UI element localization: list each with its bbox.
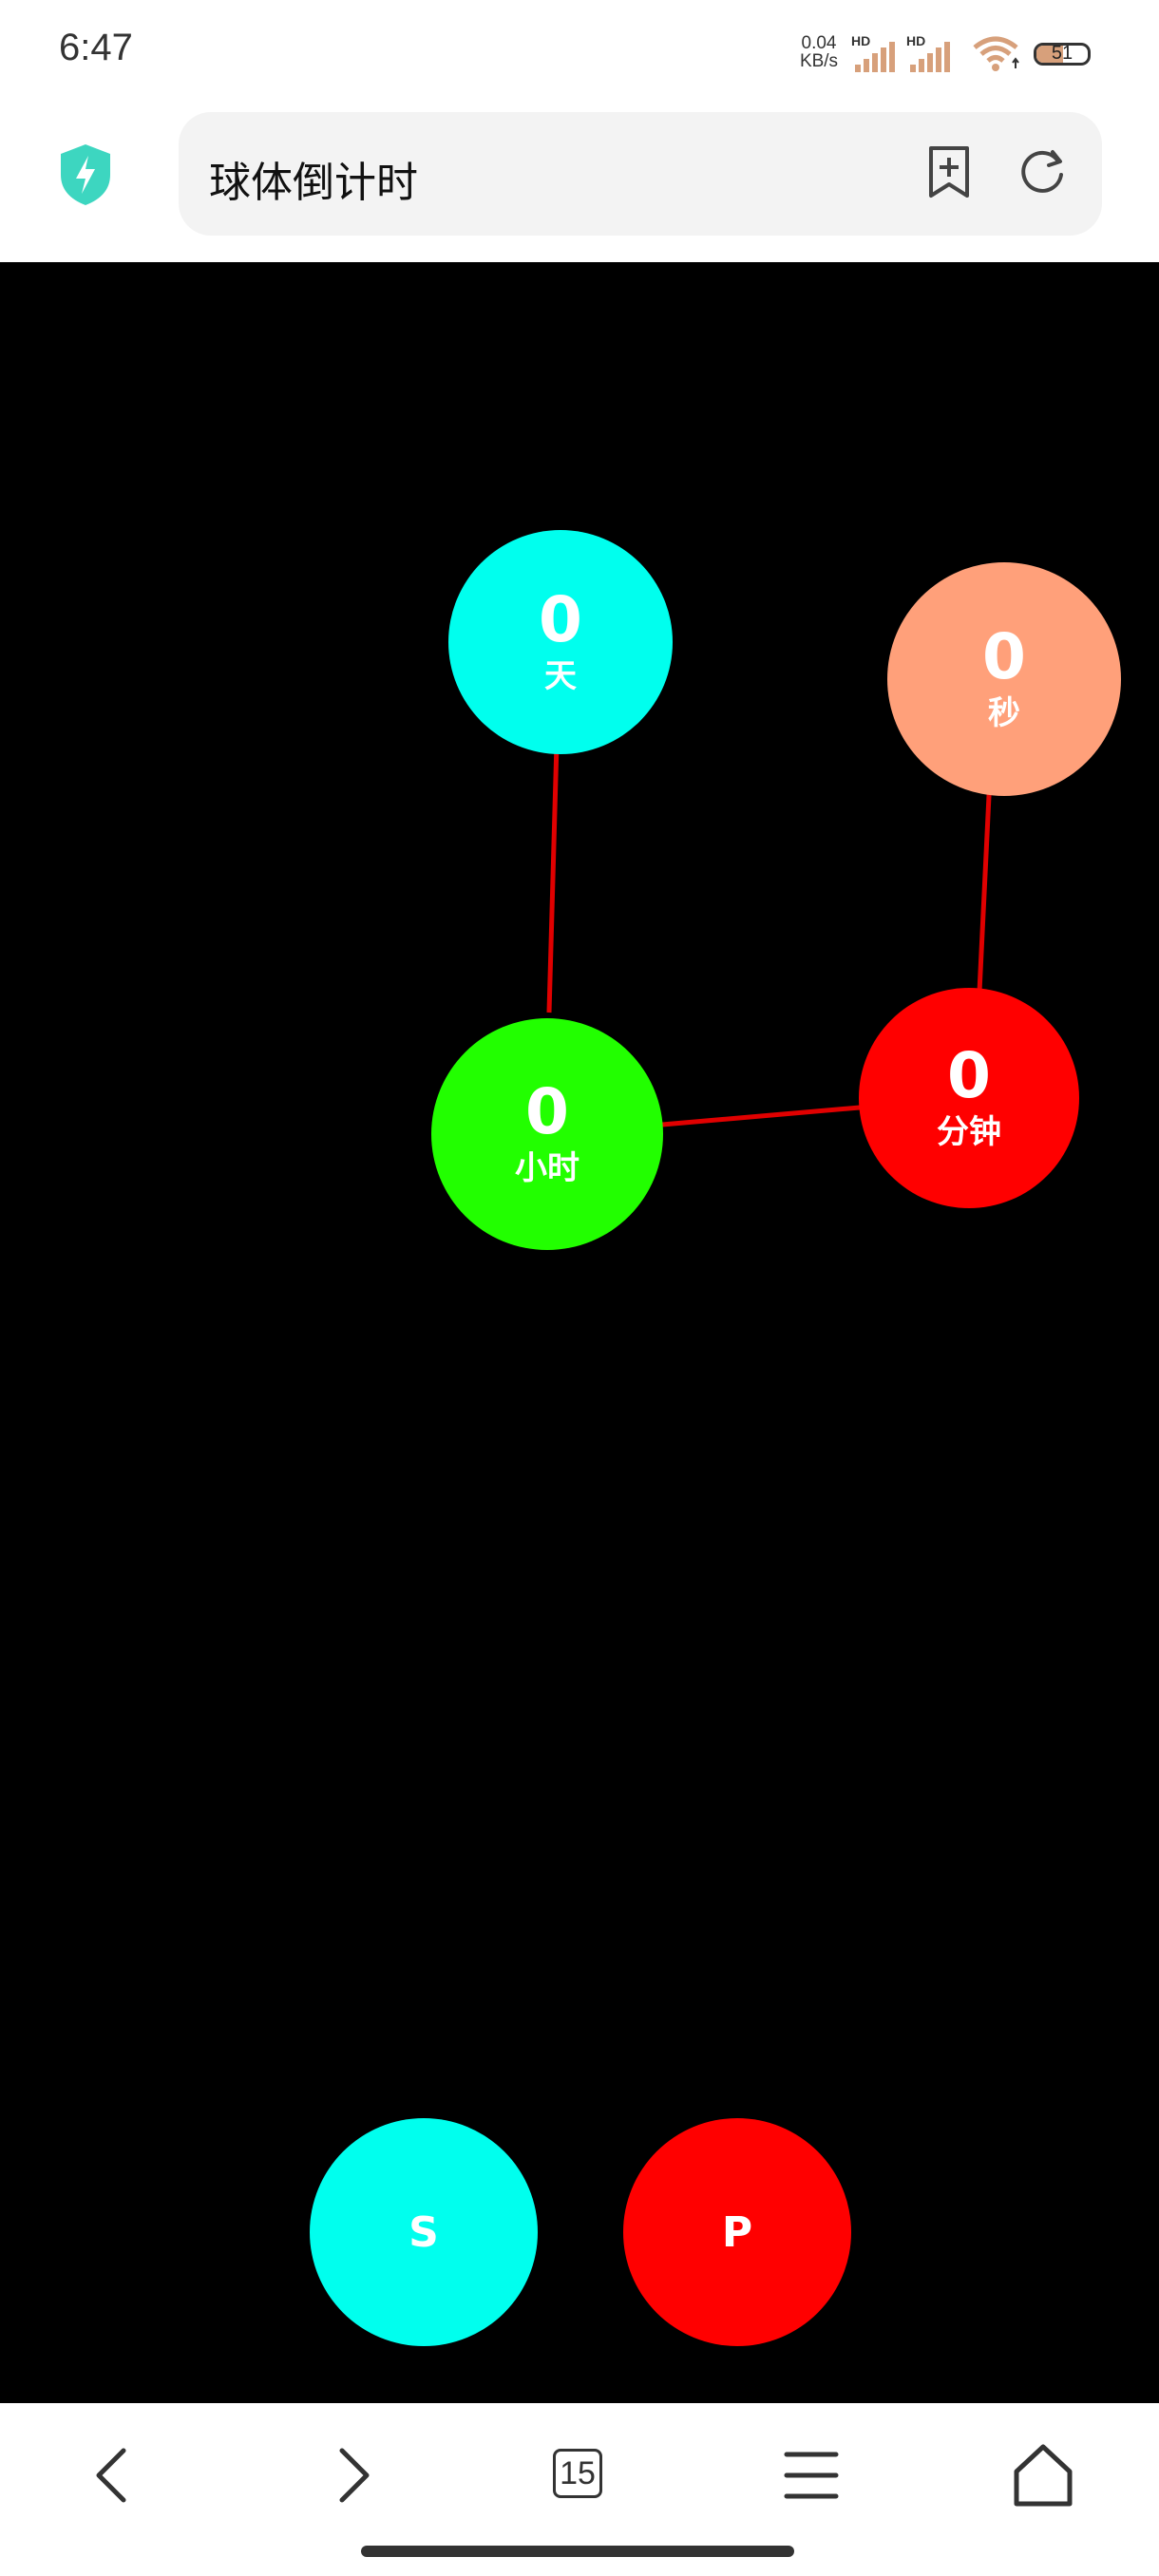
minutes-value: 0 [947,1039,991,1112]
gesture-home-indicator[interactable] [361,2546,794,2557]
days-ball[interactable]: 0 天 [448,530,673,754]
hours-unit: 小时 [515,1149,580,1187]
battery-fill [1036,46,1063,63]
browser-toolbar: 球体倒计时 [0,104,1159,262]
status-time: 6:47 [59,27,133,68]
minutes-ball[interactable]: 0 分钟 [859,988,1079,1208]
menu-icon[interactable] [773,2437,849,2513]
seconds-value: 0 [982,620,1026,693]
tab-count: 15 [553,2449,602,2498]
forward-icon[interactable] [314,2437,390,2513]
wifi-icon [973,36,1019,71]
network-speed: 0.04 KB/s [790,34,847,70]
countdown-stage: 0 天 0 秒 0 小时 0 分钟 S P [0,262,1159,2403]
address-bar[interactable]: 球体倒计时 [179,112,1102,236]
link-hours-minutes [661,1105,861,1127]
status-bar: 6:47 0.04 KB/s HD HD 51 [0,0,1159,104]
reload-icon[interactable] [1015,144,1070,199]
add-bookmark-icon[interactable] [925,144,973,199]
back-icon[interactable] [76,2437,152,2513]
tabs-button[interactable]: 15 [553,2449,602,2498]
bottom-nav-bar: 15 [0,2403,1159,2576]
shield-icon[interactable] [57,142,114,207]
hours-ball[interactable]: 0 小时 [431,1018,663,1250]
battery-icon: 51 [1034,43,1091,66]
seconds-ball[interactable]: 0 秒 [887,562,1121,796]
network-speed-value: 0.04 [801,33,837,53]
minutes-unit: 分钟 [937,1113,1001,1151]
days-value: 0 [539,583,582,656]
hours-value: 0 [525,1075,569,1148]
seconds-unit: 秒 [988,694,1020,732]
page-title: 球体倒计时 [209,159,418,207]
svg-text:HD: HD [851,33,870,48]
days-unit: 天 [544,657,577,695]
home-icon[interactable] [1005,2437,1081,2513]
pause-button[interactable]: P [623,2118,851,2346]
network-speed-unit: KB/s [799,51,839,71]
start-button[interactable]: S [310,2118,538,2346]
hd-signal-icon: HD [906,33,950,72]
battery-level: 51 [1051,43,1074,64]
hd-signal-icon: HD [851,33,895,72]
svg-text:HD: HD [906,33,925,48]
